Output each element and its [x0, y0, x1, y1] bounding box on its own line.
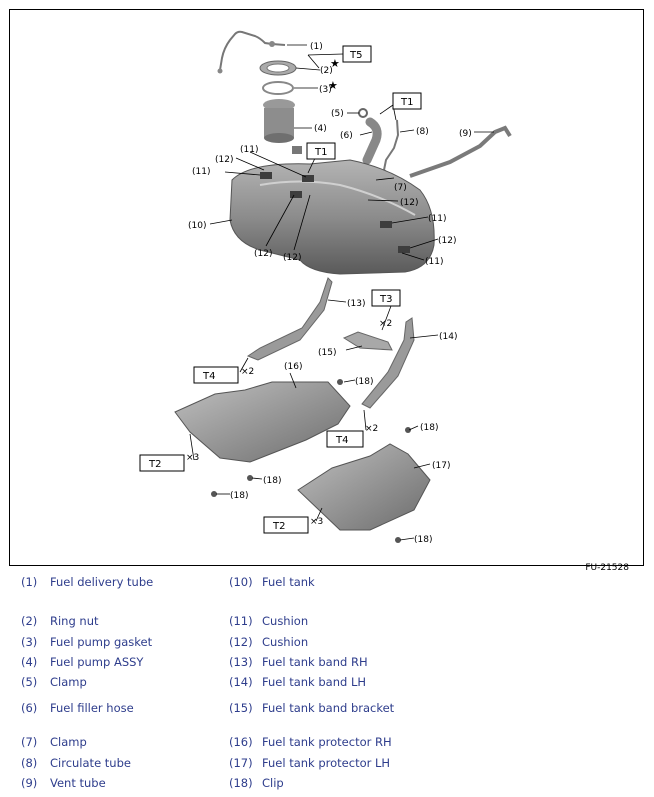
- exploded-diagram: (1) (2) (3) (4) (5) (6) (7) (8) (9) (10)…: [139, 30, 512, 545]
- legend-item-3: (3)Fuel pump gasket: [21, 635, 153, 649]
- fuel-tank-band-lh: [361, 317, 415, 409]
- torque-box-t4-a: T4: [193, 366, 239, 384]
- legend-item-11: (11)Cushion: [229, 614, 309, 628]
- vent-tube: [409, 125, 512, 178]
- legend-item-8: (8)Circulate tube: [21, 756, 131, 770]
- fuel-pump-gasket: [262, 81, 294, 95]
- callout-6: (6): [340, 131, 353, 141]
- legend-item-18: (18)Clip: [229, 776, 284, 790]
- callout-18-c: (18): [263, 476, 281, 486]
- torque-box-t4-b: T4: [326, 430, 364, 448]
- torque-box-t5: T5: [342, 45, 372, 63]
- legend-item-1: (1)Fuel delivery tube: [21, 575, 154, 589]
- legend-item-9: (9)Vent tube: [21, 776, 106, 790]
- callout-17: (17): [432, 461, 450, 471]
- clips: [211, 379, 411, 543]
- svg-text:T1: T1: [314, 147, 327, 158]
- figure-id: FU-21528: [585, 563, 629, 573]
- callout-8: (8): [416, 127, 429, 137]
- callout-10: (10): [188, 221, 206, 231]
- fuel-tank-band-bracket: [342, 331, 393, 351]
- svg-text:T2: T2: [272, 521, 285, 532]
- callout-9: (9): [459, 129, 472, 139]
- svg-text:T4: T4: [202, 371, 215, 382]
- clamp-5: [358, 108, 368, 118]
- ring-nut: [259, 60, 297, 76]
- legend-item-13: (13)Fuel tank band RH: [229, 655, 368, 669]
- callout-7: (7): [394, 183, 407, 193]
- legend-item-7: (7)Clamp: [21, 735, 87, 749]
- multiplier-t3: ×2: [379, 319, 392, 329]
- fuel-filler-hose: [362, 117, 382, 165]
- callout-12-e: (12): [283, 253, 301, 263]
- callout-11-c: (11): [428, 214, 446, 224]
- legend-item-5: (5)Clamp: [21, 675, 87, 689]
- svg-text:T3: T3: [379, 294, 392, 305]
- legend-item-10: (10)Fuel tank: [229, 575, 315, 589]
- legend-item-6: (6)Fuel filler hose: [21, 701, 134, 715]
- fuel-tank: [229, 159, 435, 275]
- callout-3: (3): [319, 85, 332, 95]
- svg-text:T2: T2: [148, 459, 161, 470]
- torque-box-t2-a: T2: [139, 454, 185, 472]
- svg-text:T5: T5: [349, 50, 362, 61]
- torque-box-t1-b: T1: [306, 142, 336, 160]
- legend-item-15: (15)Fuel tank band bracket: [229, 701, 395, 715]
- multiplier-t2-a: ×3: [186, 453, 199, 463]
- fuel-delivery-tube: [217, 30, 286, 74]
- callout-11-b: (11): [192, 167, 210, 177]
- callout-12-c: (12): [438, 236, 456, 246]
- legend-item-2: (2)Ring nut: [21, 614, 99, 628]
- callout-1: (1): [310, 42, 323, 52]
- fuel-tank-protector-rh: [174, 381, 351, 463]
- callout-2: (2): [320, 66, 333, 76]
- star-marker-2: ★: [330, 57, 340, 70]
- callout-16: (16): [284, 362, 302, 372]
- torque-box-t1-a: T1: [392, 92, 422, 110]
- torque-box-t3: T3: [371, 289, 401, 307]
- callout-18-b: (18): [420, 423, 438, 433]
- torque-box-t2-b: T2: [263, 516, 309, 534]
- callout-18-d: (18): [230, 491, 248, 501]
- callout-11-d: (11): [425, 257, 443, 267]
- multiplier-t4-b: ×2: [365, 424, 378, 434]
- legend-item-16: (16)Fuel tank protector RH: [229, 735, 392, 749]
- multiplier-t2-b: ×3: [310, 517, 323, 527]
- star-marker-3: ★: [328, 79, 338, 92]
- svg-text:T1: T1: [400, 97, 413, 108]
- legend-item-14: (14)Fuel tank band LH: [229, 675, 367, 689]
- callout-18-e: (18): [414, 535, 432, 545]
- callout-13: (13): [347, 299, 365, 309]
- fuel-tank-band-rh: [246, 277, 333, 361]
- circulate-tube: [382, 119, 400, 179]
- multiplier-t4-a: ×2: [241, 367, 254, 377]
- callout-12-d: (12): [254, 249, 272, 259]
- callout-11-a: (11): [240, 145, 258, 155]
- callout-4: (4): [314, 124, 327, 134]
- parts-legend: (1)Fuel delivery tube (2)Ring nut (3)Fue…: [0, 571, 654, 797]
- callout-12-b: (12): [400, 198, 418, 208]
- callout-15: (15): [318, 348, 336, 358]
- legend-item-17: (17)Fuel tank protector LH: [229, 756, 391, 770]
- legend-item-4: (4)Fuel pump ASSY: [21, 655, 144, 669]
- fuel-pump-assy: [263, 99, 302, 154]
- diagram-frame: (1) (2) (3) (4) (5) (6) (7) (8) (9) (10)…: [9, 9, 644, 573]
- legend-item-12: (12)Cushion: [229, 635, 309, 649]
- callout-5: (5): [331, 109, 344, 119]
- leader-lines: [189, 44, 494, 541]
- callout-18-a: (18): [355, 377, 373, 387]
- callout-14: (14): [439, 332, 457, 342]
- svg-text:T4: T4: [335, 435, 348, 446]
- callout-12-a: (12): [215, 155, 233, 165]
